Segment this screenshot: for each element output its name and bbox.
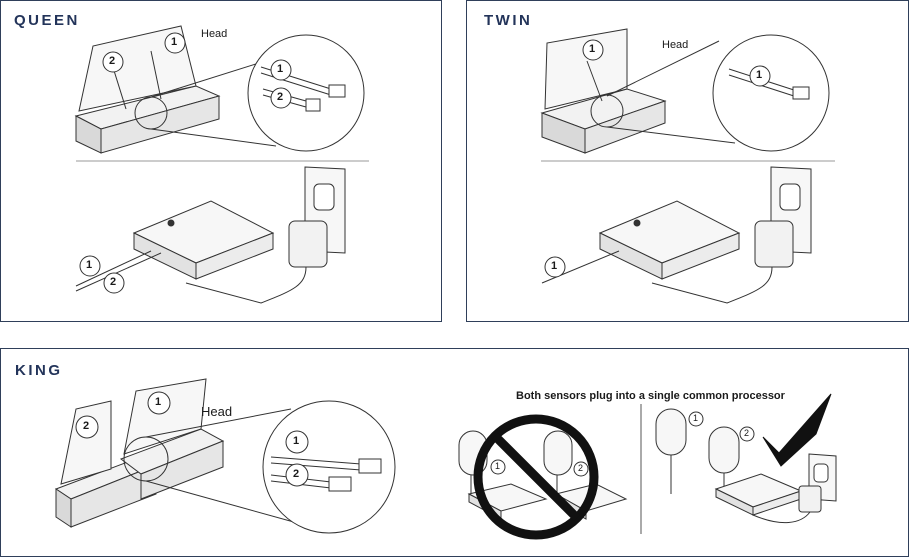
queen-panel: QUEEN: [0, 0, 442, 322]
queen-zoom-callout-1: 1: [277, 63, 284, 75]
king-zoom-callout-1: 1: [293, 435, 300, 447]
queen-head-label: Head: [201, 28, 228, 40]
twin-cable-callout-1: 1: [551, 260, 558, 272]
bed-frame-icon: [540, 28, 667, 154]
queen-callout-2: 2: [109, 55, 116, 67]
queen-title: QUEEN: [14, 12, 80, 29]
king-callout-2: 2: [83, 420, 90, 432]
prohibited-icon: [473, 414, 599, 540]
queen-zoom-callout-2: 2: [277, 91, 284, 103]
zoom-circle-icon: [712, 34, 830, 152]
bed-frame-icon: [54, 378, 225, 528]
king-head-label: Head: [201, 404, 233, 419]
twin-callouts: [544, 39, 771, 278]
sensor-icon: [655, 408, 740, 494]
twin-diagram: [540, 28, 835, 304]
king-callouts: [75, 391, 755, 487]
king-zoom-callout-2: 2: [293, 468, 300, 480]
king-right-callout-1: 1: [693, 413, 699, 423]
power-adapter-icon: [651, 220, 794, 304]
king-right-callout-2: 2: [744, 428, 750, 438]
king-title: KING: [15, 362, 63, 379]
twin-panel: TWIN: [466, 0, 909, 322]
queen-cable-callout-2: 2: [110, 276, 117, 288]
processor-icon: [598, 200, 741, 280]
queen-cable-callout-1: 1: [86, 259, 93, 271]
checkmark-icon: [762, 393, 832, 467]
king-diagram: [54, 378, 837, 540]
power-adapter-icon: [185, 220, 328, 304]
king-callout-1: 1: [155, 396, 162, 408]
king-wrong-callout-1: 1: [495, 461, 501, 471]
queen-callout-1: 1: [171, 36, 178, 48]
twin-head-label: Head: [662, 39, 689, 51]
power-adapter-icon: [752, 485, 822, 524]
twin-callout-1: 1: [589, 43, 596, 55]
twin-zoom-callout-1: 1: [756, 69, 763, 81]
queen-callouts: [79, 32, 292, 294]
processor-icon: [132, 200, 275, 280]
king-panel: KING: [0, 348, 909, 557]
twin-title: TWIN: [484, 12, 533, 29]
king-wrong-callout-2: 2: [578, 463, 584, 473]
king-caption: Both sensors plug into a single common p…: [516, 390, 785, 402]
